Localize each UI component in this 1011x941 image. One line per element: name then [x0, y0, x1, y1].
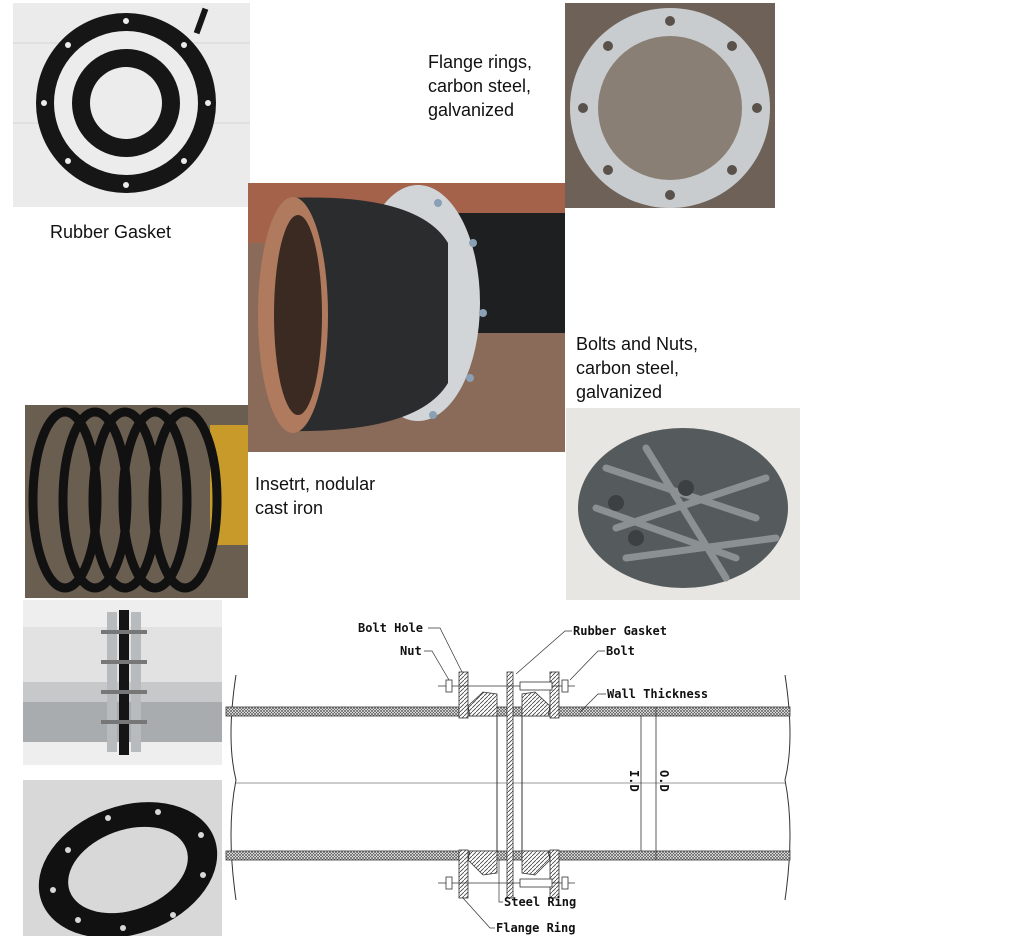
pipe-coupling-photo	[23, 600, 222, 765]
flange-ring-left	[458, 671, 498, 899]
rubber-gasket-label: Rubber Gasket	[50, 222, 172, 242]
nut-label: Nut	[400, 644, 422, 658]
flange-rings-label: Flange rings, carbon steel, galvanized	[428, 52, 533, 120]
coupling-cross-section-diagram: I.D O.D Bolt Hole Nut Rubber Gasket Bolt…	[222, 600, 810, 936]
steel-ring-label: Steel Ring	[504, 895, 576, 909]
flat-gasket-photo	[23, 780, 222, 936]
flange-rings-photo	[565, 3, 775, 208]
coiled-gaskets-photo	[25, 405, 248, 598]
bolts	[438, 679, 575, 890]
flange-ring-label: Flange Ring	[496, 921, 575, 935]
id-dimension-label: I.D	[627, 770, 641, 792]
od-dimension-label: O.D	[657, 770, 671, 792]
insert-label: Insetrt, nodular cast iron	[255, 474, 376, 518]
wall-thickness-label: Wall Thickness	[607, 687, 708, 701]
steel-ring	[506, 671, 514, 899]
bolts-nuts-label: Bolts and Nuts, carbon steel, galvanized	[576, 334, 699, 402]
bolt-label: Bolt	[606, 644, 635, 658]
rubber-gasket-diagram-label: Rubber Gasket	[573, 624, 667, 638]
bolt-hole-label: Bolt Hole	[358, 621, 423, 635]
cast-iron-insert-photo	[248, 183, 565, 452]
bolts-nuts-photo	[566, 408, 800, 600]
flange-ring-right	[521, 671, 560, 899]
rubber-gasket-photo	[13, 3, 250, 207]
